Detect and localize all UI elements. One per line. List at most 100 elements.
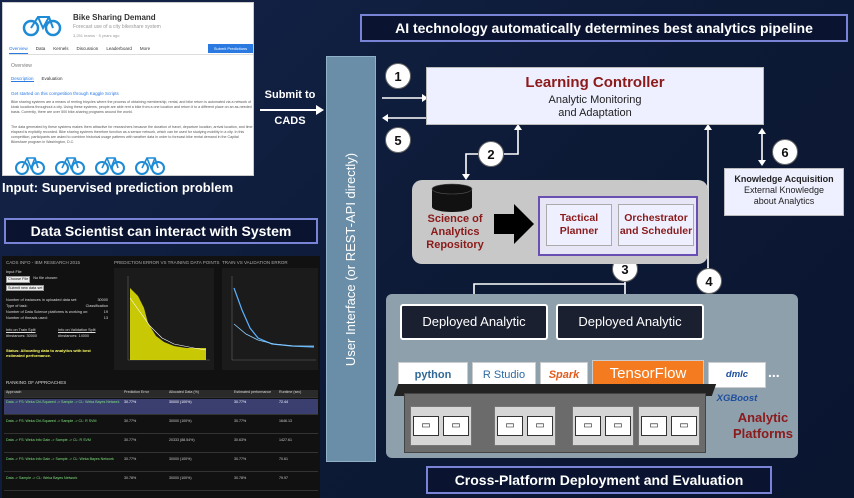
bike-icon (55, 157, 85, 175)
ai-technology-banner: AI technology automatically determines b… (360, 14, 848, 42)
validation-split-heading: Info on Validation Split (58, 328, 96, 332)
big-right-arrow-icon (494, 204, 534, 244)
competition-subtitle: Forecast use of a city bikeshare system (73, 24, 161, 30)
knowledge-line-2: about Analytics (753, 196, 815, 206)
file-picker: Choose File No file chosen (6, 276, 106, 283)
dashboard-status: Status: Allocating data to analytics wit… (6, 348, 91, 358)
computer-icon: ▭ (641, 416, 667, 436)
bike-icon (135, 157, 165, 175)
validation-instances: #Instances: 14000 (58, 334, 90, 338)
computer-icon: ▭ (527, 416, 553, 436)
server-unit: ▭▭ (572, 406, 634, 446)
info-row: Number of instances in uploaded data set… (6, 298, 108, 302)
python-logo: python (398, 362, 468, 388)
train-instances: #Instances: 30000 (6, 334, 38, 338)
info-row: Number of Data Science platforms is work… (6, 310, 108, 314)
competition-title: Bike Sharing Demand (73, 13, 156, 22)
submit-arrow (260, 105, 324, 115)
server-unit: ▭▭ (494, 406, 556, 446)
competition-tabs: Overview Data Kernels Discussion Leaderb… (9, 45, 253, 55)
prediction-error-chart (114, 268, 214, 370)
knowledge-acquisition-box: Knowledge Acquisition External Knowledge… (724, 168, 844, 216)
tab-more[interactable]: More (139, 46, 151, 51)
tab-overview[interactable]: Overview (9, 45, 28, 54)
user-interface-label: User Interface (or REST-API directly) (343, 152, 359, 366)
learning-controller-title: Learning Controller (525, 74, 665, 91)
bike-icon (15, 157, 45, 175)
database-icon (431, 183, 473, 212)
step-2-badge: 2 (478, 141, 504, 167)
computer-icon: ▭ (413, 416, 439, 436)
choose-file-button[interactable]: Choose File (6, 276, 31, 283)
tab-kernels[interactable]: Kernels (53, 46, 69, 51)
computer-icon: ▭ (497, 416, 523, 436)
prediction-error-chart-heading: PREDICTION ERROR VS TRAINING DATA POINTS (114, 260, 220, 265)
overview-heading: Overview (11, 63, 32, 69)
overview-subtabs: Description Evaluation (11, 76, 63, 82)
table-row[interactable]: Data -> FS: Weka Info Gain -> Sample -> … (4, 456, 318, 472)
analytic-platforms-label: Analytic Platforms (733, 410, 793, 441)
science-repository-label: Science of Analytics Repository (426, 213, 484, 251)
data-scientist-banner: Data Scientist can interact with System (4, 218, 318, 244)
info-row: Type of task: Classification (6, 304, 108, 308)
computer-icon: ▭ (575, 416, 601, 436)
planner-scheduler-container: Tactical Planner Orchestrator and Schedu… (538, 196, 698, 256)
table-row[interactable]: Data -> FS: Weka Chi-Squared -> Sample -… (4, 418, 318, 434)
train-validation-chart-heading: TRAIN VS VALIDATION ERROR (222, 260, 288, 265)
table-row[interactable]: Data -> FS: Weka Info Gain -> Sample -> … (4, 437, 318, 453)
description-paragraph-2: The data generated by these systems make… (11, 125, 253, 144)
input-caption: Input: Supervised prediction problem (2, 180, 234, 195)
bike-logo-icon (21, 11, 63, 37)
rstudio-logo: R Studio (472, 362, 536, 388)
submit-dataset-button[interactable]: Submit new data set (6, 285, 45, 291)
xgboost-logo: dmlc XGBoost (708, 362, 766, 404)
subtab-evaluation[interactable]: Evaluation (41, 76, 63, 81)
competition-meta: 3,251 teams · 5 years ago (73, 33, 120, 38)
step-5-badge: 5 (385, 127, 411, 153)
server-unit: ▭▭ (638, 406, 700, 446)
table-row[interactable]: Data -> Sample -> CL: Weka Bayes Network… (4, 475, 318, 491)
tactical-planner-box: Tactical Planner (546, 204, 612, 246)
subtab-description[interactable]: Description (11, 76, 34, 82)
get-started-link[interactable]: Get started on this competition through … (11, 91, 119, 96)
computer-icon: ▭ (605, 416, 631, 436)
step-1-badge: 1 (385, 63, 411, 89)
bike-icon (95, 157, 125, 175)
learning-controller-box: Learning Controller Analytic Monitoring … (426, 67, 764, 125)
no-file-text: No file chosen (33, 276, 58, 280)
step-4-badge: 4 (696, 268, 722, 294)
user-interface-column (326, 56, 376, 462)
cross-platform-banner: Cross-Platform Deployment and Evaluation (426, 466, 772, 494)
submit-predictions-button[interactable]: Submit Predictions (208, 44, 253, 53)
dashboard-info-heading: CADS INFO - IBM RESEARCH 2015 (6, 260, 81, 265)
more-platforms-ellipsis: ... (768, 364, 780, 380)
submit-to-cads-label: Submit to CADS (264, 89, 316, 127)
learning-controller-desc: Analytic Monitoring and Adaptation (548, 94, 642, 119)
ranking-table-header: Approach Prediction Error Allocated Data… (4, 390, 318, 398)
input-file-label: Input File (6, 270, 22, 274)
computer-icon: ▭ (443, 416, 469, 436)
tab-data[interactable]: Data (35, 46, 46, 51)
train-validation-chart (222, 268, 318, 370)
info-row: Number of threads used: 13 (6, 316, 108, 320)
knowledge-line-1: External Knowledge (743, 185, 825, 195)
cads-dashboard: CADS INFO - IBM RESEARCH 2015 PREDICTION… (2, 256, 320, 498)
deployed-analytic-1: Deployed Analytic (400, 304, 548, 340)
tab-leaderboard[interactable]: Leaderboard (106, 46, 132, 51)
train-split-heading: Info on Train Split (6, 328, 36, 332)
orchestrator-scheduler-box: Orchestrator and Scheduler (618, 204, 694, 246)
table-row[interactable]: Data -> FS: Weka Chi-Squared -> Sample -… (4, 399, 318, 415)
kaggle-competition-page: Bike Sharing Demand Forecast use of a ci… (2, 2, 254, 176)
spark-logo: Spark (540, 362, 588, 388)
step-6-badge: 6 (772, 139, 798, 165)
knowledge-acquisition-title: Knowledge Acquisition (734, 174, 834, 184)
tensorflow-logo: TensorFlow (592, 360, 704, 388)
computer-icon: ▭ (671, 416, 697, 436)
description-paragraph-1: Bike sharing systems are a means of rent… (11, 100, 252, 114)
ranking-heading: RANKING OF APPROACHES (6, 380, 67, 385)
deployed-analytic-2: Deployed Analytic (556, 304, 704, 340)
tab-discussion[interactable]: Discussion (76, 46, 99, 51)
server-unit: ▭▭ (410, 406, 472, 446)
bike-illustrations (15, 153, 175, 175)
